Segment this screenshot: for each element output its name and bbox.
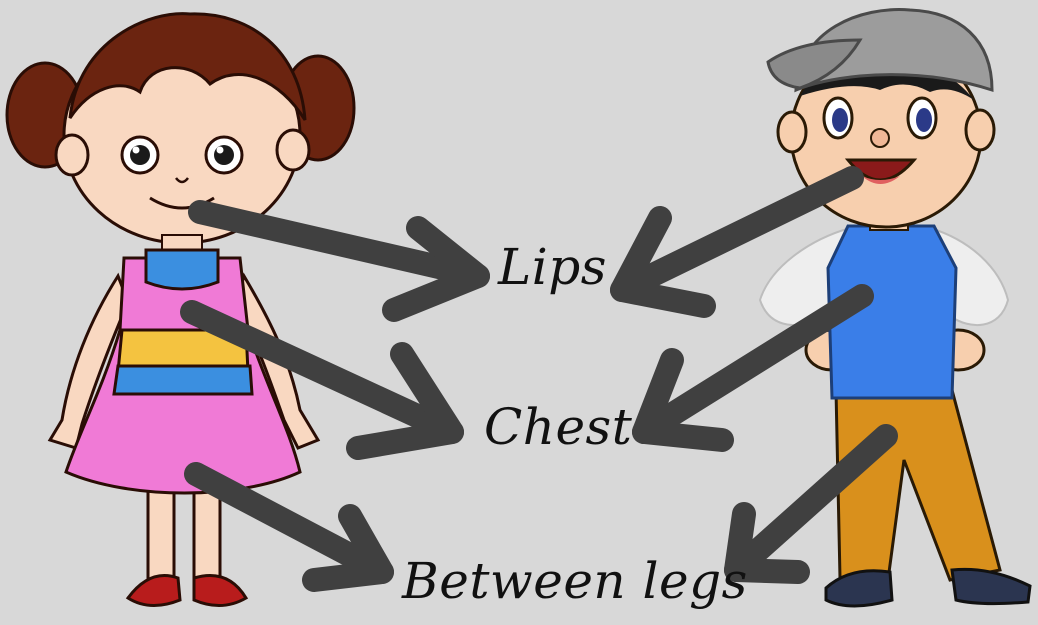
boy-pants — [836, 390, 1000, 580]
label-lips: Lips — [498, 238, 607, 296]
boy-left-pupil — [832, 108, 848, 132]
boy-nose — [871, 129, 889, 147]
girl-right-shoe — [194, 576, 246, 606]
girl-right-ear — [277, 130, 309, 170]
girl-left-pupil — [130, 145, 150, 165]
girl-left-ear — [56, 135, 88, 175]
label-between-legs: Between legs — [402, 552, 748, 610]
girl-collar — [146, 250, 218, 289]
boy-right-pupil — [916, 108, 932, 132]
label-chest: Chest — [484, 398, 632, 456]
girl-left-glint — [133, 147, 140, 154]
boy-left-ear — [778, 112, 806, 152]
girl-belt-stripe — [114, 366, 252, 394]
girl-right-glint — [217, 147, 224, 154]
girl-right-pupil — [214, 145, 234, 165]
boy-right-ear — [966, 110, 994, 150]
girl-left-leg — [148, 480, 174, 580]
boy-right-shoe — [952, 569, 1030, 603]
girl-left-shoe — [128, 576, 180, 606]
boy-left-shoe — [826, 571, 892, 606]
